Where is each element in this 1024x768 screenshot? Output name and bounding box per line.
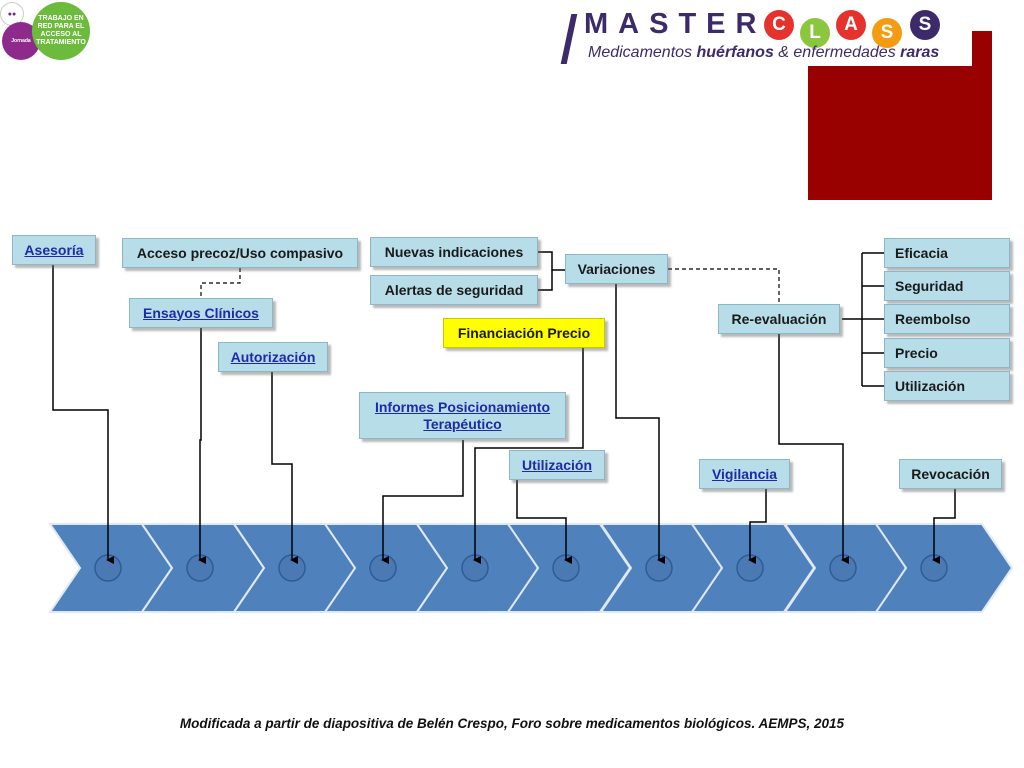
- logo-small-icon: ●●: [0, 2, 24, 26]
- logo-letter-s2: S: [910, 10, 940, 40]
- acceso-precoz-box: Acceso precoz/Uso compasivo: [122, 238, 358, 268]
- network-logo: ●● Jornada TRABAJO EN RED PARA EL ACCESO…: [0, 0, 100, 64]
- arrow-asesoria: [52, 264, 114, 564]
- logo-letter-s1: S: [872, 18, 902, 48]
- utilizacion-box[interactable]: Utilización: [509, 450, 605, 480]
- arrow-vigilancia: [748, 489, 767, 564]
- ensayos-clinicos-box[interactable]: Ensayos Clínicos: [129, 298, 273, 328]
- reevaluacion-box: Re-evaluación: [718, 304, 840, 334]
- eficacia-box: Eficacia: [884, 238, 1010, 268]
- revocacion-box: Revocación: [899, 459, 1002, 489]
- logo-green-circle: TRABAJO EN RED PARA EL ACCESO AL TRATAMI…: [32, 2, 90, 60]
- arrow-autorizacion: [271, 372, 298, 564]
- nuevas-indicaciones-box: Nuevas indicaciones: [370, 237, 538, 267]
- arrow-revocacion: [932, 489, 956, 564]
- arrow-reevaluacion: [778, 334, 849, 564]
- source-caption: Modificada a partir de diapositiva de Be…: [179, 716, 845, 731]
- autorizacion-box[interactable]: Autorización: [218, 342, 328, 372]
- masterclass-logo: MASTER C L A S S Medicamentos huérfanos …: [560, 8, 966, 68]
- reembolso-box: Reembolso: [884, 304, 1010, 334]
- arrow-utilizacion: [516, 478, 572, 564]
- logo-subtitle-2: huérfanos: [696, 44, 774, 61]
- asesoria-box[interactable]: Asesoría: [12, 235, 96, 265]
- seguridad-box: Seguridad: [884, 271, 1010, 301]
- dashed-acceso-ensayos: [200, 268, 241, 298]
- vigilancia-box[interactable]: Vigilancia: [699, 459, 790, 489]
- logo-master-word: MASTER: [584, 8, 767, 40]
- connector-nuevas: [538, 251, 565, 271]
- logo-subtitle: Medicamentos huérfanos & enfermedades ra…: [588, 44, 939, 62]
- logo-letter-c: C: [764, 10, 794, 40]
- informes-posicionamiento-box[interactable]: Informes Posicionamiento Terapéutico: [359, 392, 566, 439]
- logo-subtitle-3: & enfermedades: [773, 44, 901, 61]
- red-block-decoration: [808, 66, 992, 200]
- variaciones-box: Variaciones: [565, 254, 668, 284]
- logo-purple-text: Jornada: [11, 38, 31, 44]
- dashed-variaciones-reeval: [668, 268, 780, 304]
- arrow-informes: [381, 440, 464, 564]
- informes-line-2: Terapéutico: [423, 415, 502, 432]
- informes-line-1: Informes Posicionamiento: [374, 398, 551, 415]
- logo-green-text: TRABAJO EN RED PARA EL ACCESO AL TRATAMI…: [36, 15, 86, 46]
- arrow-ensayos: [198, 328, 206, 564]
- red-tab-decoration: [972, 31, 992, 67]
- arrow-variaciones: [615, 284, 665, 564]
- logo-subtitle-1: Medicamentos: [588, 44, 697, 61]
- arrow-financiacion: [473, 348, 584, 564]
- precio-box: Precio: [884, 338, 1010, 368]
- logo-letter-a: A: [836, 10, 866, 40]
- alertas-seguridad-box: Alertas de seguridad: [370, 275, 538, 305]
- utilizacion-list-box: Utilización: [884, 371, 1010, 401]
- connector-alertas: [538, 270, 553, 291]
- logo-subtitle-4: raras: [900, 44, 940, 61]
- financiacion-precio-box: Financiación Precio: [443, 318, 605, 348]
- logo-letter-l: L: [800, 18, 830, 48]
